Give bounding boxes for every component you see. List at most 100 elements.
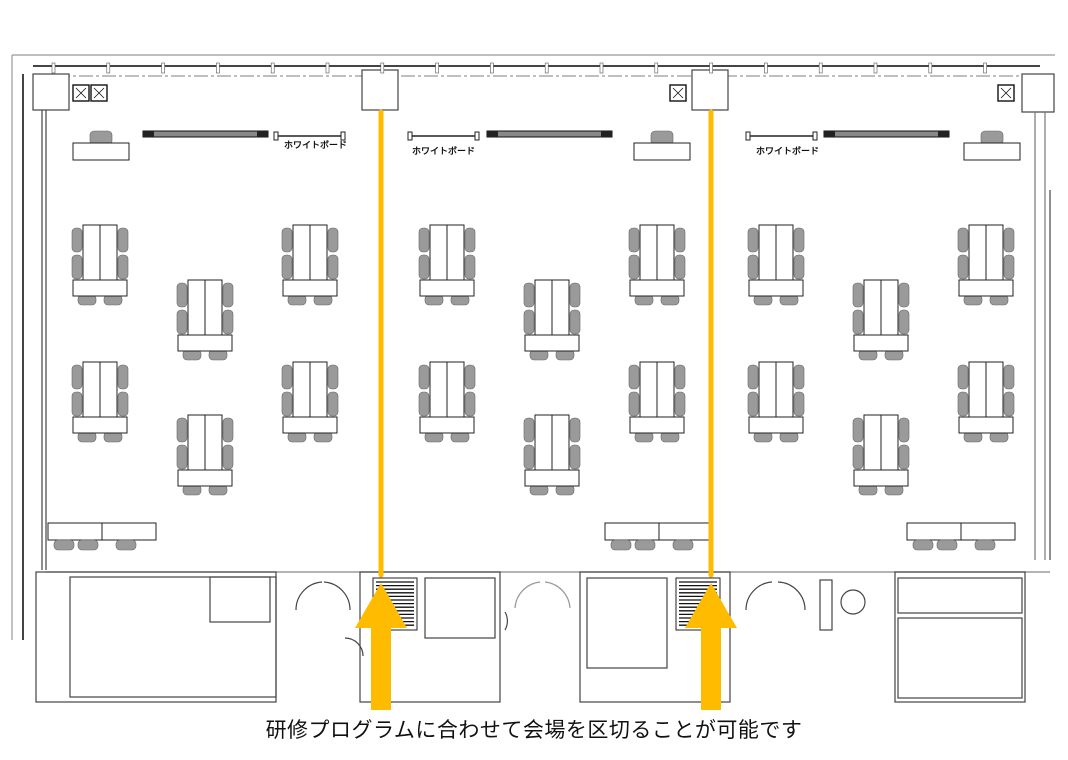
table-cluster	[176, 279, 234, 361]
chair	[327, 364, 339, 390]
whiteboard-labels: ホワイトボード ホワイトボード ホワイトボード	[284, 139, 819, 157]
desk	[658, 522, 714, 541]
desk	[748, 416, 804, 434]
chair	[852, 282, 864, 308]
chair	[747, 254, 759, 280]
whiteboard-long	[142, 130, 269, 138]
desk	[629, 279, 685, 297]
table-cluster	[628, 361, 686, 443]
desk	[604, 522, 660, 541]
light-fixture	[983, 62, 987, 74]
chair	[674, 391, 686, 417]
desk	[177, 334, 233, 352]
whiteboard-small	[407, 131, 480, 141]
chair	[222, 444, 234, 470]
chair	[222, 309, 234, 335]
chair	[852, 417, 864, 443]
table-cluster	[523, 414, 581, 496]
desk	[880, 414, 899, 471]
light-fixture	[51, 62, 56, 74]
table-cluster	[852, 279, 910, 361]
desk	[309, 224, 328, 281]
table-cluster	[852, 414, 910, 496]
desk	[204, 279, 223, 336]
chair	[957, 254, 969, 280]
desk	[775, 224, 794, 281]
whiteboard-long	[823, 130, 950, 138]
chair	[569, 444, 581, 470]
desk	[534, 279, 553, 336]
desk	[633, 142, 691, 161]
chair	[176, 417, 188, 443]
chair	[974, 539, 996, 551]
chair	[117, 227, 129, 253]
arrow-shaft	[701, 627, 721, 710]
light-fixture	[216, 62, 220, 74]
table-cluster	[71, 224, 129, 306]
arrow-head	[685, 583, 737, 628]
chair	[852, 309, 864, 335]
desk	[101, 522, 157, 541]
desk	[429, 224, 448, 281]
table-cluster	[628, 224, 686, 306]
chair	[672, 539, 694, 551]
chair	[569, 282, 581, 308]
teacher-desk	[633, 130, 691, 161]
chair	[793, 254, 805, 280]
chair	[674, 254, 686, 280]
chair	[957, 227, 969, 253]
table-cluster	[418, 361, 476, 443]
chair	[327, 227, 339, 253]
desk	[551, 414, 570, 471]
chair	[281, 227, 293, 253]
vent-icon	[90, 84, 108, 102]
chair	[327, 391, 339, 417]
chair	[957, 364, 969, 390]
vent-icon	[997, 84, 1015, 102]
whiteboard-small	[273, 131, 346, 141]
vent-icon	[669, 84, 687, 102]
desk	[187, 279, 206, 336]
desk	[82, 361, 101, 418]
table-cluster	[747, 361, 805, 443]
chair	[281, 254, 293, 280]
desk	[551, 279, 570, 336]
chair	[674, 364, 686, 390]
chair	[634, 539, 656, 551]
chair	[523, 309, 535, 335]
chair	[793, 364, 805, 390]
chair	[523, 282, 535, 308]
light-fixture	[325, 62, 330, 74]
table-cluster	[71, 361, 129, 443]
desk	[880, 279, 899, 336]
chair	[610, 539, 632, 551]
teacher-desk	[963, 130, 1021, 161]
desk	[985, 224, 1004, 281]
desk	[639, 361, 658, 418]
chair	[852, 444, 864, 470]
desk	[629, 416, 685, 434]
chair	[115, 539, 137, 551]
desk	[72, 416, 128, 434]
light-fixture	[709, 62, 713, 74]
whiteboard-label: ホワイトボード	[412, 145, 475, 157]
light-fixture	[873, 62, 878, 74]
table-cluster	[281, 224, 339, 306]
desk	[906, 522, 962, 541]
chair	[464, 391, 476, 417]
chair	[1003, 364, 1015, 390]
light-fixture	[818, 62, 823, 74]
desk	[446, 361, 465, 418]
light-fixture	[599, 62, 604, 74]
desk	[960, 522, 1016, 541]
teacher-desk	[72, 130, 130, 161]
table-cluster	[957, 224, 1015, 306]
chair	[793, 391, 805, 417]
desk	[758, 361, 777, 418]
chair	[176, 309, 188, 335]
chair	[628, 227, 640, 253]
desk	[853, 469, 909, 487]
light-fixture	[544, 62, 549, 74]
chair	[628, 391, 640, 417]
